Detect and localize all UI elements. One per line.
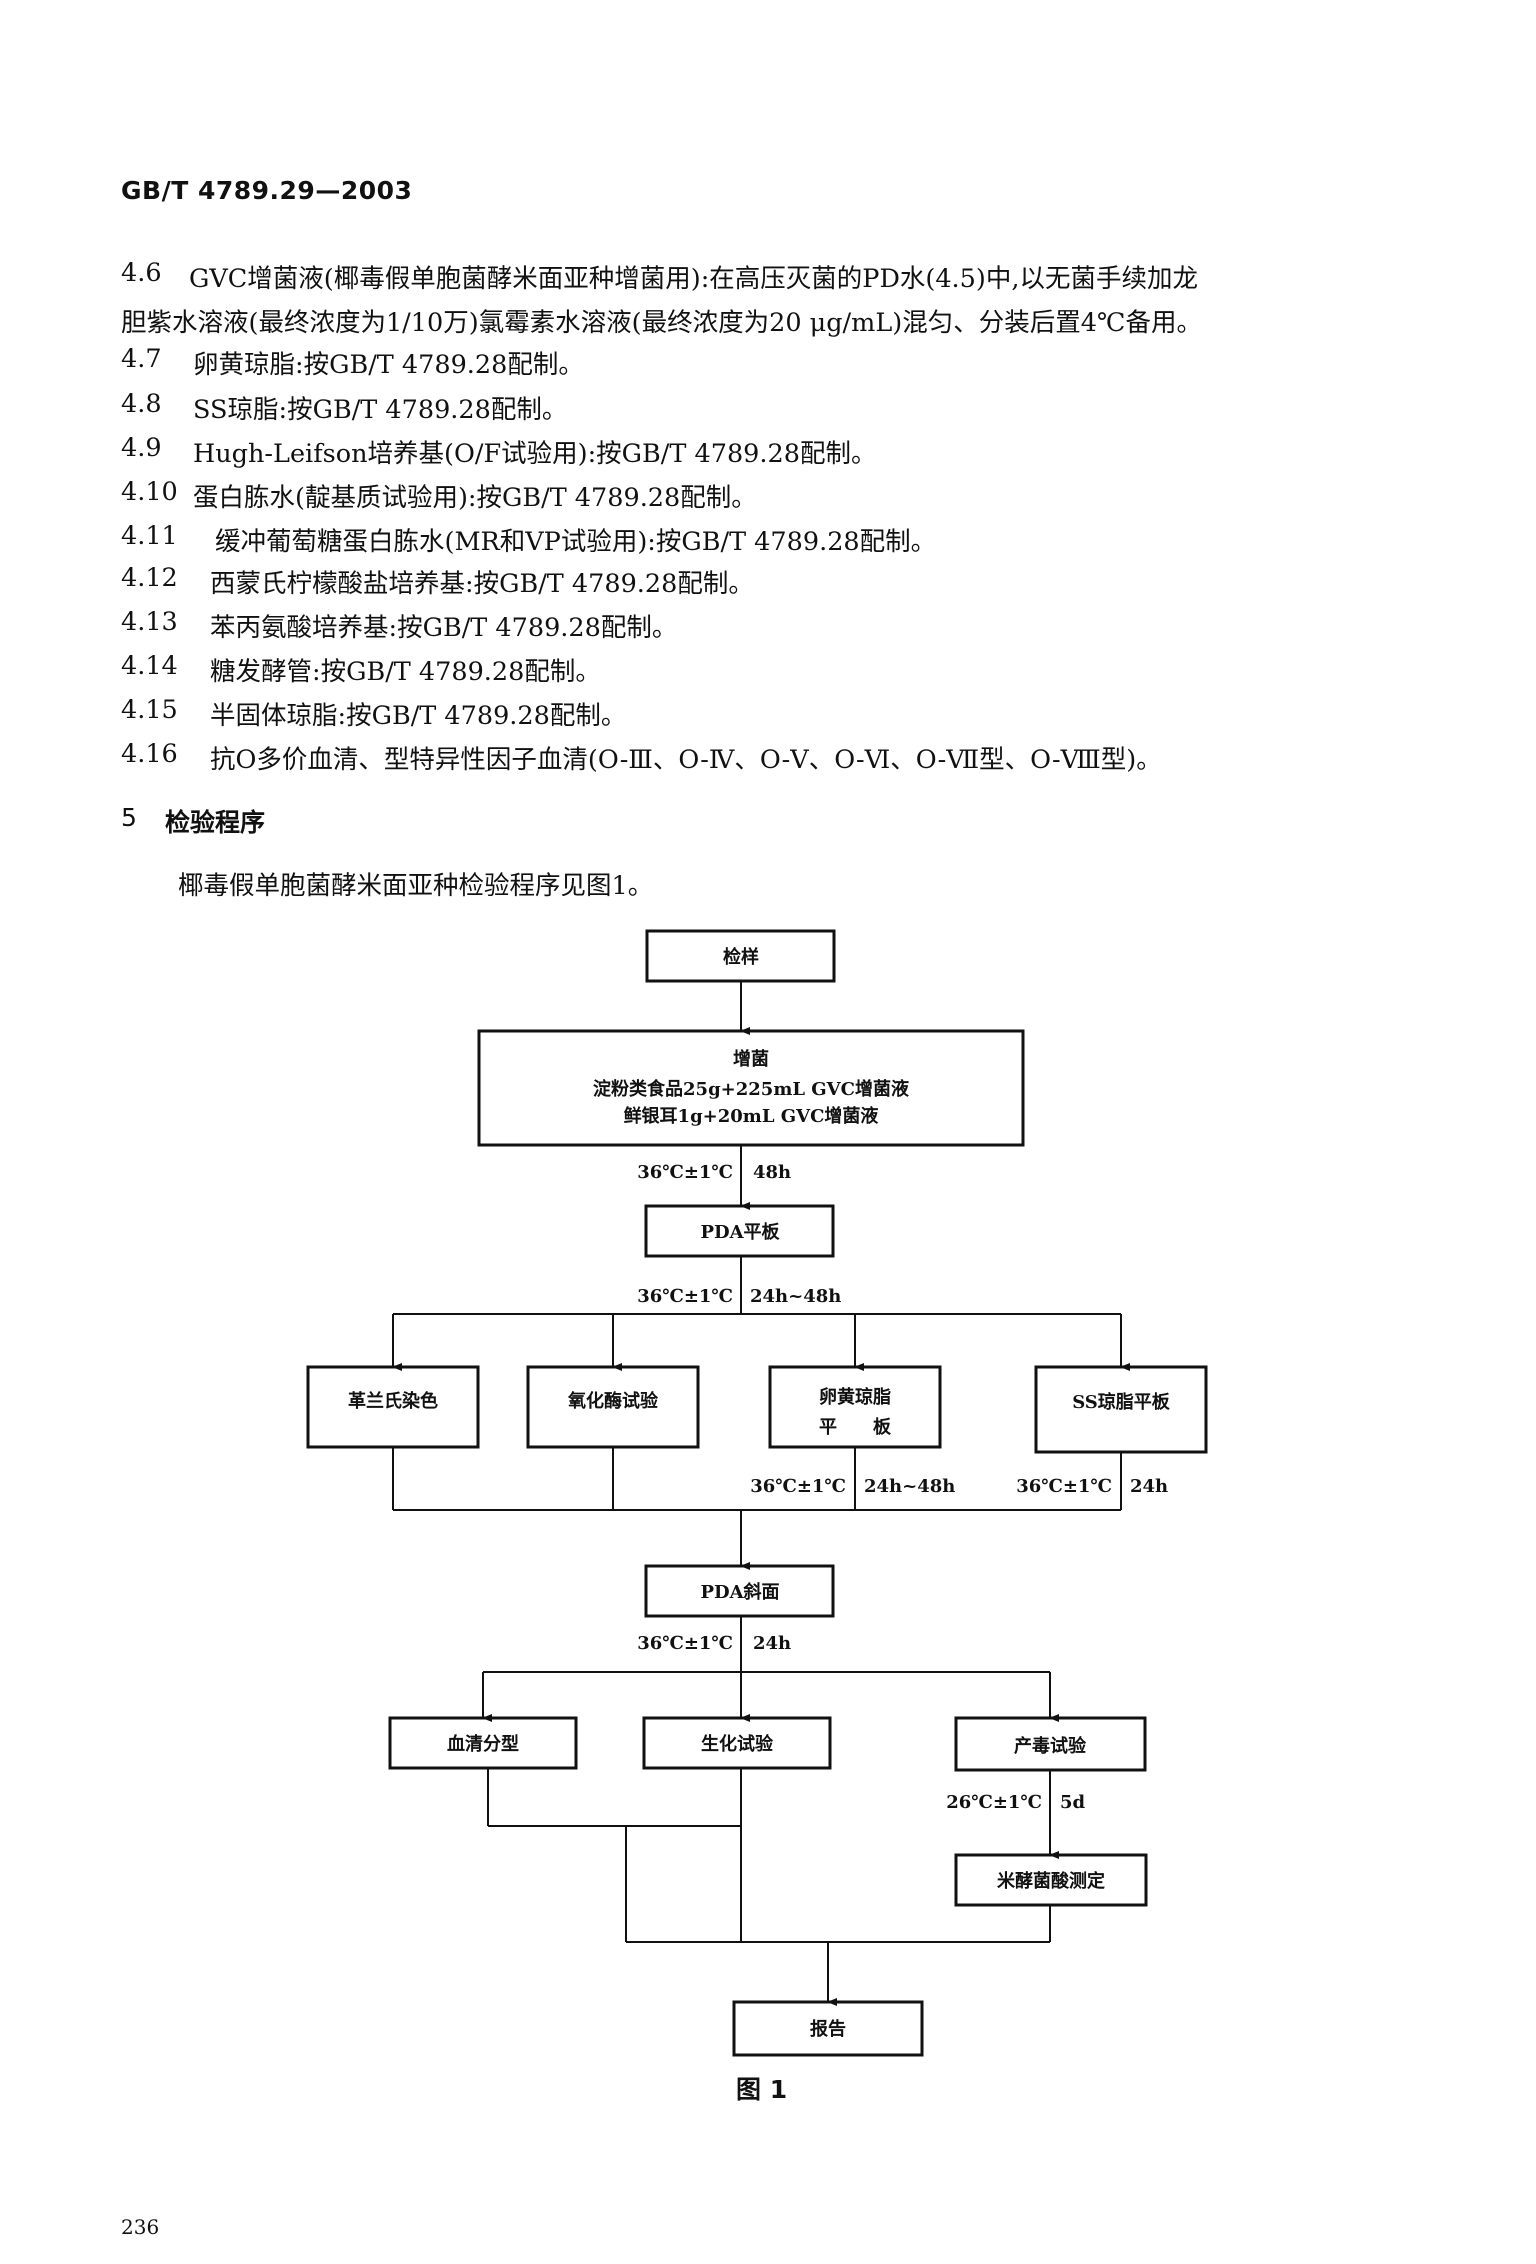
box-pda-plate bbox=[644, 1204, 835, 1258]
box-biochem-label: 生化试验 bbox=[701, 1733, 774, 1755]
item-text: GVC增菌液(椰毒假单胞菌酵米面亚种增菌用):在高压灭菌的PD水(4.5)中,以… bbox=[189, 264, 1198, 294]
box-pda-slant bbox=[644, 1564, 835, 1618]
cond-time: 48h bbox=[753, 1162, 791, 1183]
cond-time: 24h bbox=[753, 1633, 791, 1654]
item-number: 4.9 bbox=[121, 433, 162, 463]
box-egg-yolk-line2: 平 板 bbox=[819, 1416, 892, 1438]
item-continuation: 胆紫水溶液(最终浓度为1/10万)氯霉素水溶液(最终浓度为20 μg/mL)混匀… bbox=[121, 308, 1202, 338]
item-text: 半固体琼脂:按GB/T 4789.28配制。 bbox=[210, 701, 627, 731]
cond-temp: 26℃±1℃ bbox=[946, 1792, 1042, 1813]
box-enrichment bbox=[477, 1029, 1025, 1147]
box-biochem bbox=[642, 1716, 832, 1770]
standard-number: GB/T 4789.29—2003 bbox=[121, 176, 413, 205]
figure-caption: 图 1 bbox=[736, 2075, 788, 2104]
box-pda-plate-label: PDA平板 bbox=[700, 1221, 780, 1243]
item-number: 4.7 bbox=[121, 344, 162, 374]
item-number: 4.11 bbox=[121, 521, 178, 551]
item-text: 糖发酵管:按GB/T 4789.28配制。 bbox=[210, 657, 601, 687]
box-toxin-label: 产毒试验 bbox=[1014, 1735, 1087, 1757]
box-report-label: 报告 bbox=[810, 2018, 846, 2040]
cond-temp: 36℃±1℃ bbox=[750, 1476, 846, 1497]
box-pda-slant-label: PDA斜面 bbox=[700, 1581, 779, 1603]
section-number: 5 bbox=[121, 803, 137, 832]
box-egg-yolk-line1: 卵黄琼脂 bbox=[819, 1386, 891, 1408]
item-number: 4.16 bbox=[121, 739, 178, 769]
box-gram-label: 革兰氏染色 bbox=[348, 1390, 438, 1412]
cond-temp: 36℃±1℃ bbox=[637, 1162, 733, 1183]
section-title: 检验程序 bbox=[165, 808, 266, 837]
item-text: Hugh-Leifson培养基(O/F试验用):按GB/T 4789.28配制。 bbox=[193, 439, 877, 469]
cond-temp: 36℃±1℃ bbox=[637, 1286, 733, 1307]
box-sampling-label: 检样 bbox=[723, 946, 759, 968]
box-bongkrekic-label: 米酵菌酸测定 bbox=[997, 1870, 1105, 1892]
intro-paragraph: 椰毒假单胞菌酵米面亚种检验程序见图1。 bbox=[178, 871, 654, 901]
item-number: 4.12 bbox=[121, 563, 178, 593]
page-number: 236 bbox=[121, 2215, 160, 2239]
item-text: 苯丙氨酸培养基:按GB/T 4789.28配制。 bbox=[210, 613, 678, 643]
cond-time: 5d bbox=[1060, 1792, 1086, 1813]
item-text: 抗O多价血清、型特异性因子血清(O-Ⅲ、O-Ⅳ、O-Ⅴ、O-Ⅵ、O-Ⅶ型、O-Ⅷ… bbox=[210, 745, 1162, 775]
box-enrich-line1: 淀粉类食品25g+225mL GVC增菌液 bbox=[593, 1078, 910, 1100]
cond-temp: 36℃±1℃ bbox=[1016, 1476, 1112, 1497]
item-number: 4.13 bbox=[121, 607, 178, 637]
item-text: 蛋白胨水(靛基质试验用):按GB/T 4789.28配制。 bbox=[193, 483, 757, 513]
cond-temp: 36℃±1℃ bbox=[637, 1633, 733, 1654]
item-text: 缓冲葡萄糖蛋白胨水(MR和VP试验用):按GB/T 4789.28配制。 bbox=[215, 527, 937, 557]
box-oxidase-label: 氧化酶试验 bbox=[567, 1390, 659, 1412]
item-number: 4.15 bbox=[121, 695, 178, 725]
box-serotyping-label: 血清分型 bbox=[447, 1733, 519, 1755]
box-enrich-title: 增菌 bbox=[733, 1048, 769, 1070]
box-ss-label: SS琼脂平板 bbox=[1072, 1391, 1171, 1413]
item-text: 卵黄琼脂:按GB/T 4789.28配制。 bbox=[193, 350, 584, 380]
item-text: SS琼脂:按GB/T 4789.28配制。 bbox=[193, 395, 568, 425]
cond-time: 24h bbox=[1130, 1476, 1168, 1497]
cond-time: 24h~48h bbox=[864, 1476, 955, 1497]
item-number: 4.8 bbox=[121, 389, 162, 419]
item-number: 4.10 bbox=[121, 477, 178, 507]
box-enrich-line2: 鲜银耳1g+20mL GVC增菌液 bbox=[624, 1105, 880, 1127]
item-number: 4.6 bbox=[121, 258, 162, 288]
item-number: 4.14 bbox=[121, 651, 178, 681]
item-text: 西蒙氏柠檬酸盐培养基:按GB/T 4789.28配制。 bbox=[210, 569, 754, 599]
cond-time: 24h~48h bbox=[750, 1286, 841, 1307]
